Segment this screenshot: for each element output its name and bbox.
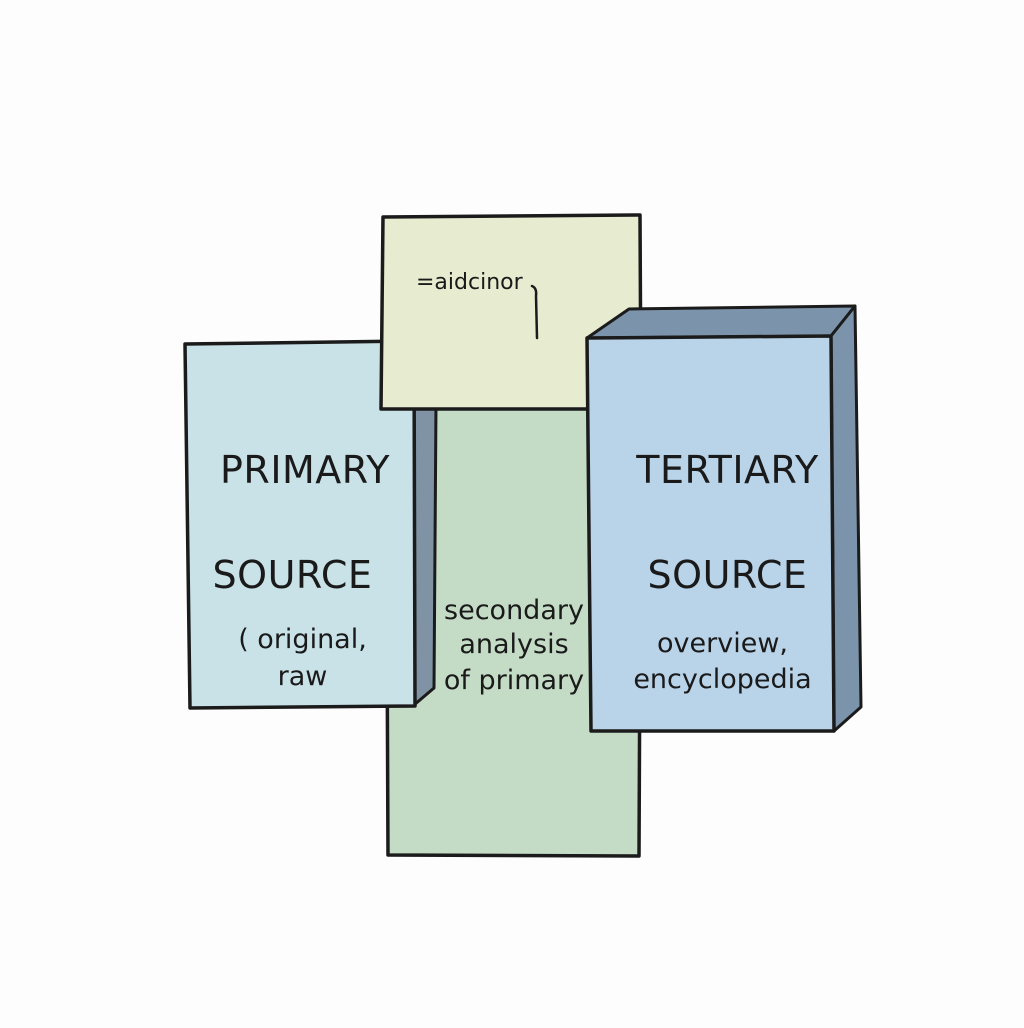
secondary-description-1: secondary	[444, 595, 584, 626]
tertiary-description-1: overview,	[657, 628, 788, 659]
tertiary-description-2: encyclopedia	[633, 664, 812, 695]
note-cursor-mark	[530, 284, 539, 340]
primary-description-1: ( original,	[238, 624, 367, 655]
note-text: =aidcinor	[416, 270, 523, 295]
tertiary-box-top	[585, 304, 857, 340]
secondary-description-2: analysis	[459, 629, 569, 660]
primary-description-2: raw	[277, 661, 328, 692]
primary-subtitle: SOURCE	[212, 553, 373, 597]
secondary-description-3: of primary	[443, 665, 585, 696]
primary-card	[183, 339, 417, 710]
primary-title: PRIMARY	[220, 448, 390, 492]
tertiary-subtitle: SOURCE	[647, 553, 808, 597]
tertiary-title: TERTIARY	[636, 448, 819, 492]
tertiary-box	[585, 334, 836, 733]
